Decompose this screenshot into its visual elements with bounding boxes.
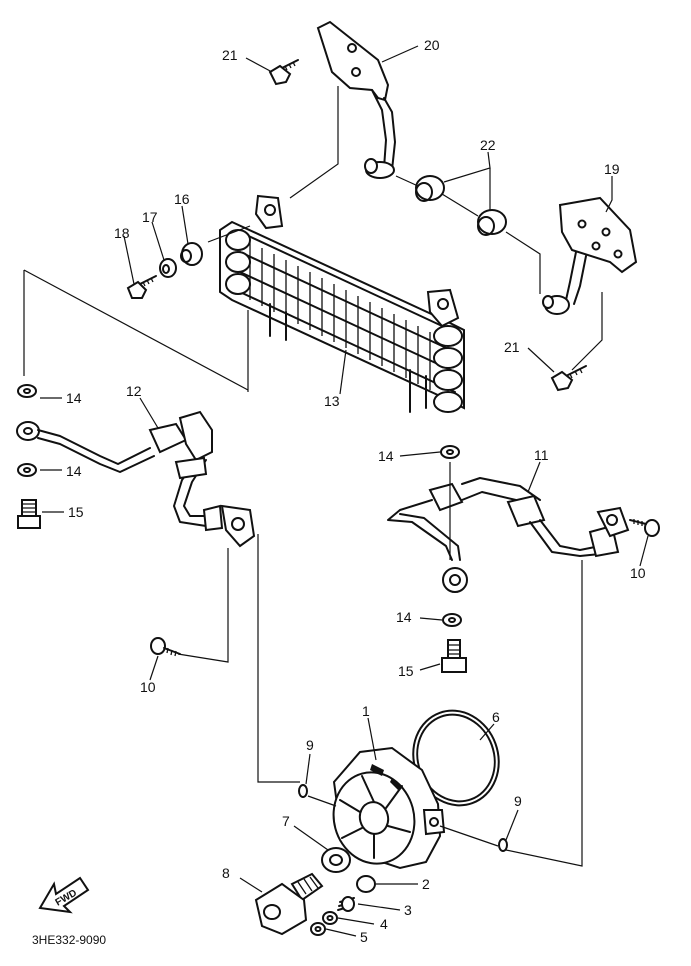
part-21-bolt-right [550, 365, 587, 392]
part-14-washer-b [17, 463, 37, 477]
part-10-bolt-right [629, 519, 660, 537]
part-1-cooler-housing [332, 746, 446, 870]
callout-4: 4 [380, 916, 388, 932]
callout-12: 12 [126, 383, 142, 399]
callout-20: 20 [424, 37, 440, 53]
callout-13: 13 [324, 393, 340, 409]
part-4-washer [322, 911, 338, 925]
callout-18: 18 [114, 225, 130, 241]
callout-9: 9 [514, 793, 522, 809]
leader-lines [40, 45, 649, 937]
part-22-grommet-a [415, 175, 445, 202]
diagram-code: 3HE332-9090 [32, 933, 106, 947]
forward-direction-arrow: FWD [38, 876, 90, 914]
callout-15: 15 [68, 504, 84, 520]
callout-7: 7 [282, 813, 290, 829]
callout-14: 14 [396, 609, 412, 625]
part-17-washer [159, 258, 177, 278]
part-13-oil-cooler [219, 194, 465, 413]
callout-15: 15 [398, 663, 414, 679]
part-14-washer-a [17, 384, 37, 398]
callout-1: 1 [362, 703, 370, 719]
callout-10: 10 [630, 565, 646, 581]
callout-10: 10 [140, 679, 156, 695]
part-20-upper-bracket [316, 20, 396, 179]
callout-11: 11 [534, 447, 549, 463]
part-21-bolt-top [268, 59, 299, 86]
callout-6: 6 [492, 709, 500, 725]
callout-8: 8 [222, 865, 230, 881]
callout-17: 17 [142, 209, 158, 225]
part-14-washer-c [440, 445, 460, 459]
assembly-lines [23, 86, 603, 867]
part-2-collar [356, 875, 376, 893]
part-5-washer [310, 922, 326, 936]
part-14-washer-d [442, 613, 462, 627]
part-9-o-ring-right [498, 838, 508, 852]
part-15-union-bolt-left [17, 499, 41, 529]
callout-14: 14 [378, 448, 394, 464]
part-22-grommet-b [477, 209, 507, 236]
callout-2: 2 [422, 876, 430, 892]
callout-14: 14 [66, 390, 82, 406]
callout-21: 21 [504, 339, 520, 355]
callout-3: 3 [404, 902, 412, 918]
part-7-gasket [321, 847, 351, 873]
callout-9: 9 [306, 737, 314, 753]
part-15-union-bolt-right [441, 639, 467, 673]
part-18-bolt [126, 275, 157, 299]
part-9-o-ring-left [298, 784, 308, 798]
part-16-collar [180, 242, 203, 266]
part-3-spring [337, 896, 355, 912]
callout-22: 22 [480, 137, 496, 153]
part-8-center-bolt [254, 872, 324, 936]
part-19-side-bracket [542, 196, 638, 315]
callout-labels: 21 20 22 19 16 17 18 21 14 12 13 14 11 1… [66, 37, 646, 945]
callout-5: 5 [360, 929, 368, 945]
callout-16: 16 [174, 191, 190, 207]
part-11-oil-hose-right [387, 477, 630, 593]
callout-14: 14 [66, 463, 82, 479]
callout-21: 21 [222, 47, 238, 63]
part-12-oil-hose-left [16, 410, 256, 548]
part-10-bolt-left [150, 637, 181, 657]
callout-19: 19 [604, 161, 620, 177]
